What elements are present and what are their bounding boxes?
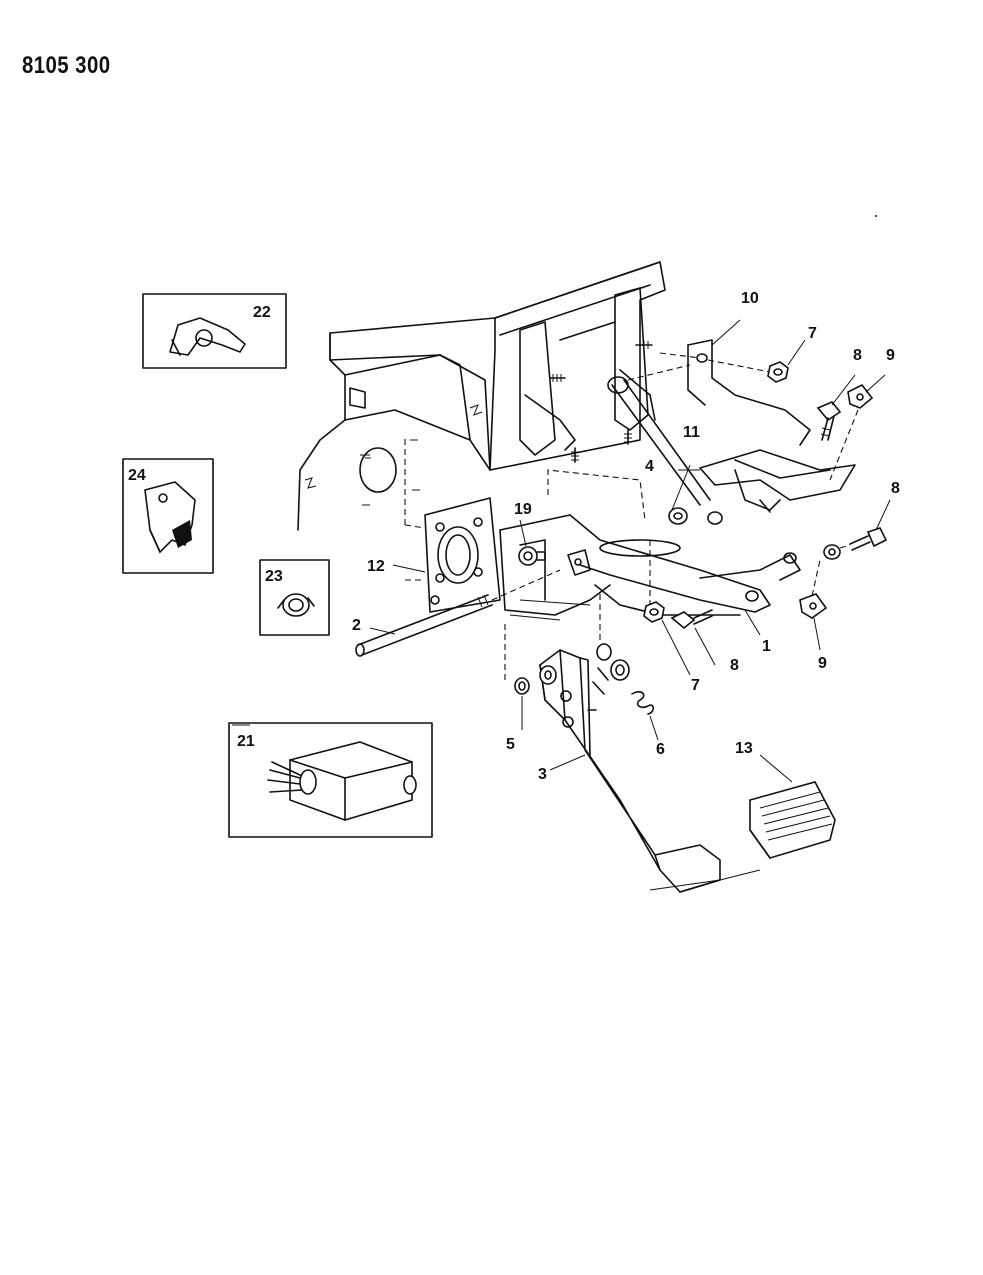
pedal-3 bbox=[539, 649, 761, 893]
callout-21: 21 bbox=[237, 733, 255, 750]
bolt-8-lower bbox=[670, 609, 713, 630]
callout-5: 5 bbox=[506, 736, 515, 753]
callout-3: 3 bbox=[538, 766, 547, 783]
callout-2: 2 bbox=[352, 617, 361, 634]
callout-23: 23 bbox=[265, 568, 283, 585]
bushing-19 bbox=[518, 546, 546, 566]
bracket-1 bbox=[499, 469, 801, 621]
nut-7-lower bbox=[643, 601, 665, 623]
callout-7-upper: 7 bbox=[808, 325, 817, 342]
nut-7-upper bbox=[767, 361, 789, 383]
callout-6: 6 bbox=[656, 741, 665, 758]
callout-19: 19 bbox=[514, 501, 532, 518]
push-rod-11 bbox=[607, 364, 723, 525]
inset-23 bbox=[259, 559, 330, 636]
bushing-5 bbox=[504, 620, 557, 695]
plate-12 bbox=[404, 435, 501, 613]
callout-24: 24 bbox=[128, 467, 146, 484]
bushing-4 bbox=[668, 507, 688, 525]
callout-10: 10 bbox=[741, 290, 759, 307]
shaft-2 bbox=[355, 569, 561, 657]
dash-panel bbox=[297, 261, 666, 531]
clip-nut-9-upper bbox=[829, 383, 874, 481]
callout-8-lower: 8 bbox=[730, 657, 739, 674]
bolt-8-right bbox=[849, 527, 888, 551]
callout-7-lower: 7 bbox=[691, 677, 700, 694]
inset-24 bbox=[122, 458, 214, 574]
support-bracket bbox=[699, 449, 856, 513]
callout-9-upper: 9 bbox=[886, 347, 895, 364]
leader-lines bbox=[369, 319, 891, 783]
speck bbox=[875, 215, 877, 217]
callout-11: 11 bbox=[683, 424, 700, 441]
pedal-pad-13 bbox=[749, 781, 836, 859]
inset-21 bbox=[228, 722, 433, 838]
callout-1: 1 bbox=[762, 638, 771, 655]
spring-6 bbox=[631, 691, 655, 715]
callout-8-upper: 8 bbox=[853, 347, 862, 364]
callout-22: 22 bbox=[253, 304, 271, 321]
spacers bbox=[592, 590, 630, 695]
bracket-10 bbox=[659, 339, 811, 446]
bolt-8-upper bbox=[816, 401, 842, 441]
clip-nut-9-lower bbox=[799, 559, 828, 619]
callout-4: 4 bbox=[645, 458, 654, 475]
callout-8-right: 8 bbox=[891, 480, 900, 497]
washer-8-right bbox=[783, 544, 851, 564]
callouts: 1 2 3 4 5 6 7 7 8 8 8 9 9 10 11 12 13 19… bbox=[128, 290, 900, 783]
inset-22 bbox=[142, 293, 287, 369]
page-code: 8105 300 bbox=[22, 52, 111, 79]
callout-13: 13 bbox=[735, 740, 753, 757]
callout-12: 12 bbox=[367, 558, 385, 575]
callout-9-lower: 9 bbox=[818, 655, 827, 672]
